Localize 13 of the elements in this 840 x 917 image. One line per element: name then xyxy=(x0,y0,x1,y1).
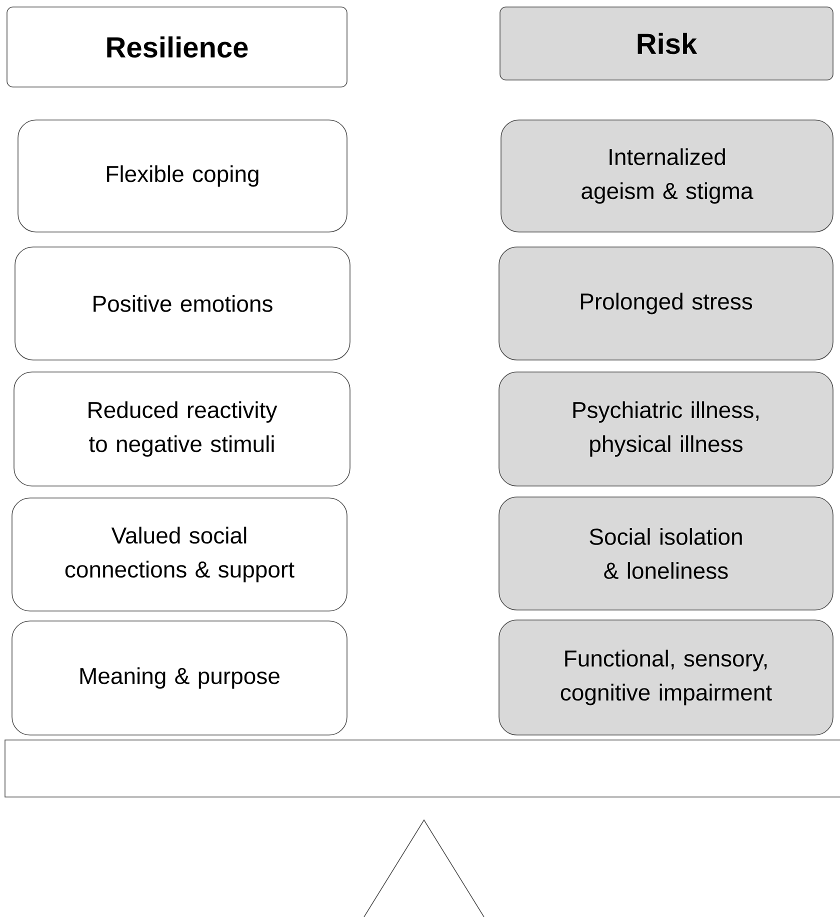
factor-box: Prolonged stress xyxy=(498,246,834,360)
factor-box: Reduced reactivity to negative stimuli xyxy=(14,372,350,486)
factor-box: Meaning & purpose xyxy=(12,620,348,736)
heading-box: Resilience xyxy=(6,6,348,88)
factor-box: Social isolation & loneliness xyxy=(498,496,834,610)
factor-box: Psychiatric illness, physical illness xyxy=(498,372,834,486)
factor-box: Internalized ageism & stigma xyxy=(500,120,834,232)
factor-box: Flexible coping xyxy=(18,120,348,232)
factor-box: Valued social connections & support xyxy=(12,498,348,612)
heading-box: Risk xyxy=(500,6,834,80)
factor-box: Functional, sensory, cognitive impairment xyxy=(498,620,834,736)
balance-beam xyxy=(4,740,840,798)
factor-box: Positive emotions xyxy=(14,246,350,360)
